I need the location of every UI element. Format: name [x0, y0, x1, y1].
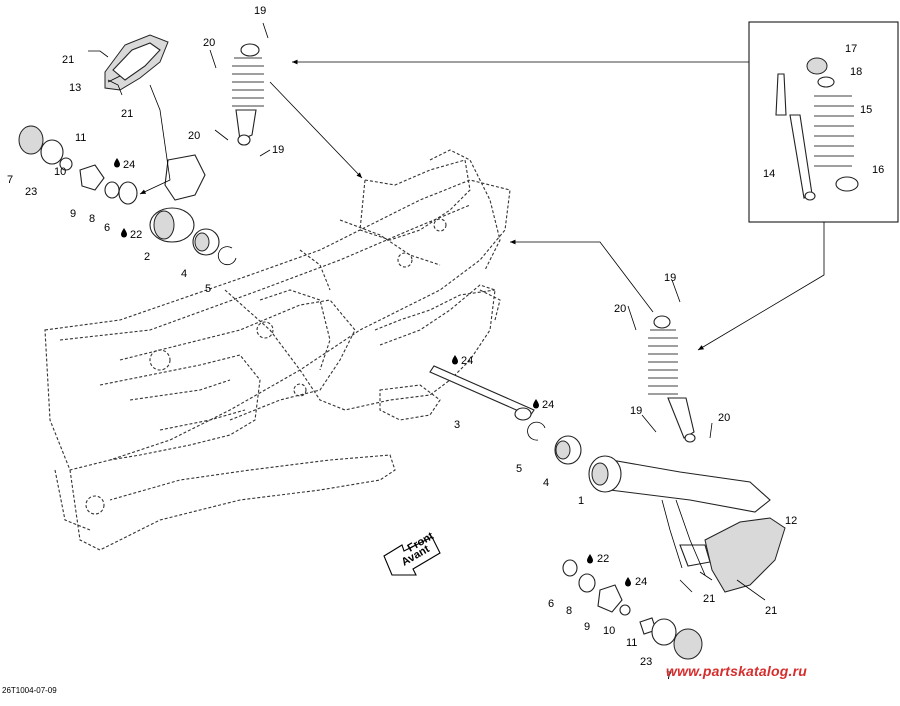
callout-19: 19	[254, 5, 266, 17]
callout-21: 21	[62, 54, 74, 66]
callout-24: 24	[461, 355, 473, 367]
upper-left-hub-parts	[18, 125, 138, 205]
oil-drop-icon	[625, 577, 631, 587]
callout-11: 11	[626, 637, 637, 649]
front-direction-arrow: Front Avant	[383, 530, 441, 576]
callout-10: 10	[54, 166, 66, 178]
callout-12: 12	[785, 515, 797, 527]
callout-20: 20	[718, 412, 730, 424]
callout-15: 15	[860, 104, 872, 116]
oil-drop-icon	[114, 158, 120, 168]
lower-right-circlip	[527, 421, 546, 441]
lower-right-guard	[679, 517, 786, 593]
callout-13: 13	[69, 82, 81, 94]
callout-8: 8	[566, 605, 572, 617]
oil-drop-icon	[121, 228, 127, 238]
callout-16: 16	[872, 164, 884, 176]
callout-21: 21	[703, 593, 715, 605]
callout-6: 6	[104, 222, 110, 234]
callout-19: 19	[630, 405, 642, 417]
upper-left-guard	[104, 34, 169, 91]
upper-left-shock-absorber	[232, 43, 264, 146]
lower-right-shock-absorber	[648, 315, 696, 443]
callout-21: 21	[765, 605, 777, 617]
callout-7: 7	[7, 174, 13, 186]
callout-5: 5	[516, 463, 522, 475]
callout-20: 20	[188, 130, 200, 142]
callout-20: 20	[203, 37, 215, 49]
vehicle-frame	[44, 149, 511, 551]
callout-8: 8	[89, 213, 95, 225]
callout-22: 22	[130, 229, 142, 241]
watermark: www.partskatalog.ru	[666, 663, 807, 679]
leader-lines	[88, 22, 766, 601]
callout-23: 23	[640, 656, 652, 668]
oil-drop-icon	[587, 554, 593, 564]
callout-2: 2	[144, 251, 150, 263]
callout-11: 11	[75, 132, 86, 144]
reference-arrows	[139, 59, 825, 351]
callout-5: 5	[205, 283, 211, 295]
upper-left-bushing-sleeve	[149, 154, 206, 243]
callout-23: 23	[25, 186, 37, 198]
upper-left-circlip	[217, 246, 237, 266]
callout-19: 19	[664, 272, 676, 284]
callout-17: 17	[845, 43, 857, 55]
callout-10: 10	[603, 625, 615, 637]
oil-drop-icon	[533, 399, 539, 409]
callout-4: 4	[543, 477, 549, 489]
callout-numbers: 19 20 21 13 21 20 19 11 7 23 10 9 8 6 24…	[7, 5, 884, 682]
callout-7: 7	[666, 670, 672, 682]
callout-6: 6	[548, 598, 554, 610]
document-code: 26T1004-07-09	[2, 686, 57, 695]
callout-3: 3	[454, 419, 460, 431]
callout-22: 22	[597, 553, 609, 565]
callout-1: 1	[578, 495, 584, 507]
callout-24: 24	[123, 159, 135, 171]
oil-drop-icon	[452, 355, 458, 365]
callout-21: 21	[121, 108, 133, 120]
callout-14: 14	[763, 168, 775, 180]
shock-detail-inset	[748, 21, 899, 223]
callout-4: 4	[181, 268, 187, 280]
callout-9: 9	[584, 621, 590, 633]
pivot-shaft	[429, 365, 535, 421]
callout-18: 18	[850, 66, 862, 78]
callout-9: 9	[70, 208, 76, 220]
callout-24: 24	[635, 576, 647, 588]
callout-19: 19	[272, 144, 284, 156]
callout-20: 20	[614, 303, 626, 315]
lower-right-hub-parts	[562, 559, 703, 660]
callout-24: 24	[542, 399, 554, 411]
upper-left-bearing	[192, 228, 220, 256]
lower-right-bearing	[554, 435, 582, 465]
swing-arm	[588, 455, 771, 513]
